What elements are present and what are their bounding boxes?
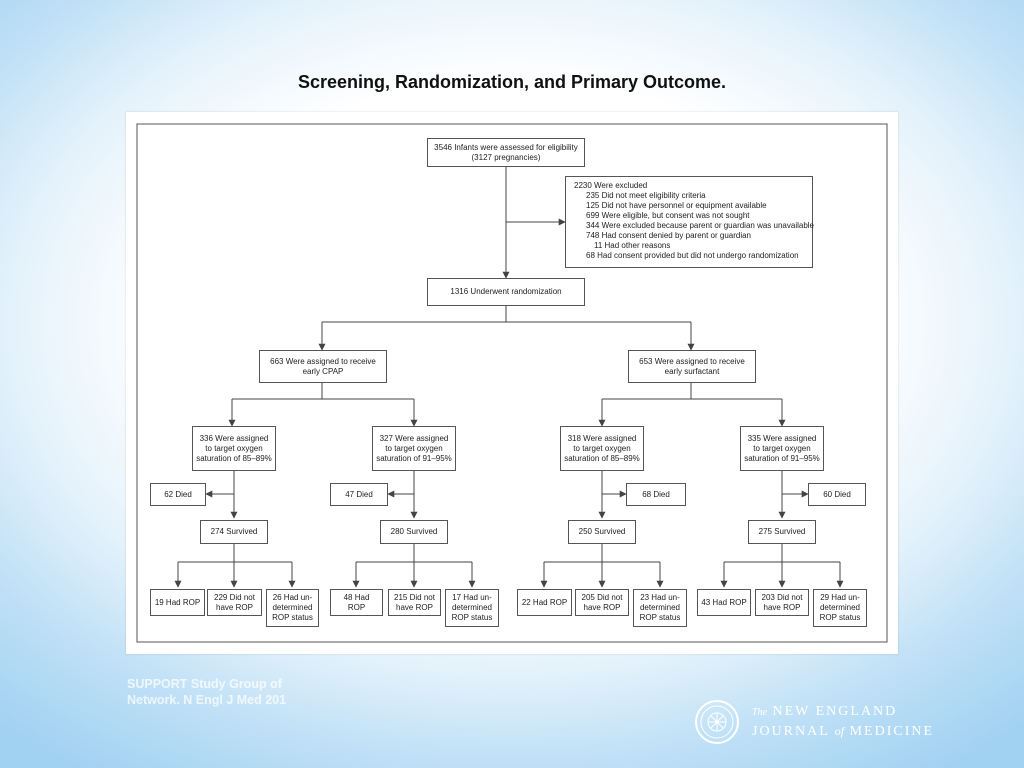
outcome-text: 205 Did not have ROP [581, 592, 623, 612]
outcome-box: 205 Did not have ROP [575, 589, 629, 616]
randomized-text: 1316 Underwent randomization [450, 287, 562, 296]
group-assigned-box: 336 Were assigned to target oxygen satur… [192, 426, 276, 471]
survived-text: 274 Survived [210, 527, 258, 536]
outcome-box: 48 Had ROP [330, 589, 383, 616]
survived-box: 275 Survived [748, 520, 816, 544]
outcome-text: 22 Had ROP [521, 597, 568, 607]
outcome-box: 43 Had ROP [697, 589, 751, 616]
group-assigned-box: 335 Were assigned to target oxygen satur… [740, 426, 824, 471]
exclusion-reason: 68 Had consent provided but did not unde… [586, 251, 799, 260]
nejm-medicine: MEDICINE [849, 724, 935, 739]
died-box: 60 Died [808, 483, 866, 506]
arm-label: 653 Were assigned to receive early surfa… [639, 356, 745, 376]
outcome-text: 17 Had un- determined ROP status [451, 593, 493, 622]
nejm-seal-logo [695, 700, 739, 744]
nejm-of: of [834, 724, 845, 738]
group-assigned-box: 318 Were assigned to target oxygen satur… [560, 426, 644, 471]
outcome-text: 19 Had ROP [154, 597, 201, 607]
outcome-box: 19 Had ROP [150, 589, 205, 616]
outcome-text: 29 Had un- determined ROP status [819, 593, 861, 622]
survived-box: 250 Survived [568, 520, 636, 544]
outcome-box: 22 Had ROP [517, 589, 572, 616]
citation-line: Network. N Engl J Med 201 [127, 693, 287, 707]
group-assigned-text: 335 Were assigned to target oxygen satur… [744, 433, 820, 463]
died-text: 62 Died [164, 489, 192, 499]
randomized-box: 1316 Underwent randomization [427, 278, 585, 306]
outcome-text: 43 Had ROP [701, 597, 747, 607]
exclusion-reason: 11 Had other reasons [594, 241, 671, 250]
outcome-box: 229 Did not have ROP [207, 589, 262, 616]
citation-text: SUPPORT Study Group of Network. N Engl J… [127, 676, 286, 708]
outcome-box: 203 Did not have ROP [755, 589, 809, 616]
survived-text: 275 Survived [758, 527, 806, 536]
exclusion-reason: 344 Were excluded because parent or guar… [586, 221, 815, 230]
outcome-text: 203 Did not have ROP [761, 592, 803, 612]
survived-box: 280 Survived [380, 520, 448, 544]
died-box: 68 Died [626, 483, 686, 506]
nejm-journal: JOURNAL [752, 724, 830, 739]
consort-flowchart: 3546 Infants were assessed for eligibili… [126, 112, 898, 654]
assessed-box: 3546 Infants were assessed for eligibili… [427, 138, 585, 167]
citation-line: SUPPORT Study Group of [127, 677, 282, 691]
died-text: 68 Died [642, 489, 670, 499]
nejm-line1: NEW ENGLAND [772, 704, 898, 719]
outcome-box: 26 Had un- determined ROP status [266, 589, 319, 627]
group-assigned-text: 336 Were assigned to target oxygen satur… [196, 433, 272, 463]
flowchart-connectors [136, 123, 888, 643]
outcome-box: 23 Had un- determined ROP status [633, 589, 687, 627]
died-box: 47 Died [330, 483, 388, 506]
nejm-the: The [752, 707, 767, 718]
exclusion-reason: 748 Had consent denied by parent or guar… [586, 231, 752, 240]
outcome-box: 17 Had un- determined ROP status [445, 589, 499, 627]
assessed-text: 3546 Infants were assessed for eligibili… [434, 142, 578, 162]
died-box: 62 Died [150, 483, 206, 506]
exclusion-reason: 125 Did not have personnel or equipment … [586, 201, 767, 210]
outcome-text: 26 Had un- determined ROP status [272, 593, 313, 622]
survived-box: 274 Survived [200, 520, 268, 544]
survived-text: 280 Survived [390, 527, 438, 536]
nejm-wordmark: The NEW ENGLAND JOURNAL of MEDICINE [752, 702, 934, 741]
outcome-text: 215 Did not have ROP [394, 592, 435, 612]
group-assigned-text: 327 Were assigned to target oxygen satur… [376, 433, 452, 463]
group-assigned-box: 327 Were assigned to target oxygen satur… [372, 426, 456, 471]
outcome-text: 229 Did not have ROP [214, 592, 255, 612]
exclusion-reason: 699 Were eligible, but consent was not s… [586, 211, 750, 220]
outcome-box: 215 Did not have ROP [388, 589, 441, 616]
slide-title: Screening, Randomization, and Primary Ou… [297, 72, 727, 92]
outcome-text: 48 Had ROP [343, 592, 370, 612]
arm-label: 663 Were assigned to receive early CPAP [270, 356, 376, 376]
died-text: 60 Died [823, 489, 851, 499]
excluded-box: 2230 Were excluded 235 Did not meet elig… [565, 176, 815, 268]
exclusion-reason: 235 Did not meet eligibility criteria [586, 191, 706, 200]
outcome-text: 23 Had un- determined ROP status [639, 593, 681, 622]
survived-text: 250 Survived [578, 527, 626, 536]
excluded-header: 2230 Were excluded [574, 181, 648, 190]
figure-frame [136, 123, 888, 643]
arm-box-surfactant: 653 Were assigned to receive early surfa… [628, 350, 756, 383]
outcome-box: 29 Had un- determined ROP status [813, 589, 867, 627]
group-assigned-text: 318 Were assigned to target oxygen satur… [564, 433, 640, 463]
died-text: 47 Died [345, 489, 373, 499]
arm-box-cpap: 663 Were assigned to receive early CPAP [259, 350, 387, 383]
